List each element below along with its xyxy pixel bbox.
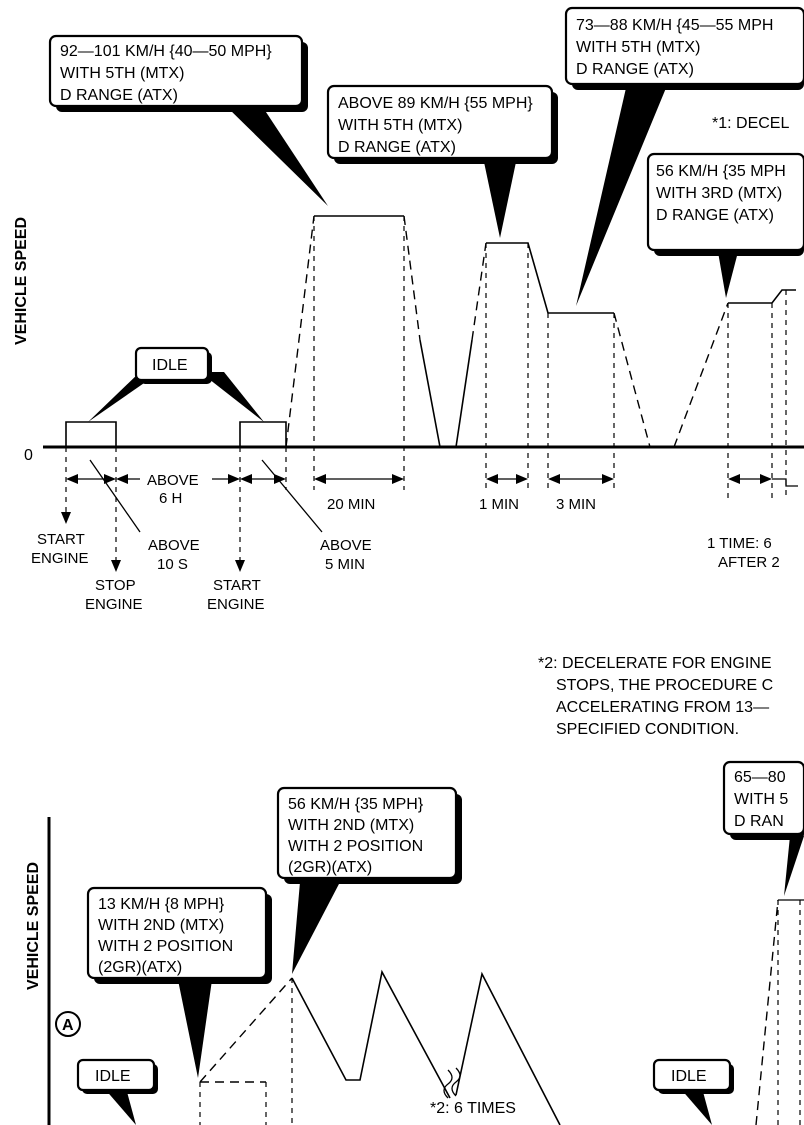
label-start-engine-2b: ENGINE [207,596,265,613]
label-above-5min-a: ABOVE [320,537,372,554]
top-idle-label: IDLE [152,357,188,374]
top-note-1-partial: *1: DECEL [712,115,789,132]
svg-text:A: A [62,1017,74,1034]
top-callout-2: ABOVE 89 KM/H {55 MPH} WITH 5TH (MTX) D … [326,84,558,238]
bottom-idle-callout-2: IDLE [652,1058,734,1125]
svg-text:ABOVE 89 KM/H {55 MPH}: ABOVE 89 KM/H {55 MPH} [338,95,533,112]
top-profile-idle2 [239,421,287,447]
label-above-6h-1: ABOVE [147,472,199,489]
label-20-min: 20 MIN [327,496,375,513]
top-profile-cruise3 [728,289,796,304]
label-stop-engine-a: STOP [95,577,136,594]
svg-text:WITH 3RD (MTX): WITH 3RD (MTX) [656,185,782,202]
top-chart: VEHICLE SPEED 0 [13,6,804,613]
svg-text:13 KM/H {8 MPH}: 13 KM/H {8 MPH} [98,896,225,913]
svg-text:(2GR)(ATX): (2GR)(ATX) [288,859,372,876]
svg-text:WITH 5TH (MTX): WITH 5TH (MTX) [338,117,462,134]
svg-text:D RANGE (ATX): D RANGE (ATX) [576,61,694,78]
top-guides [65,216,787,568]
bottom-callout-1: 13 KM/H {8 MPH} WITH 2ND (MTX) WITH 2 PO… [86,886,272,1078]
top-duration-arrows [66,474,798,487]
label-start-engine-1a: START [37,531,85,548]
top-idle-callout: IDLE [88,346,264,422]
label-above-6h-2: 6 H [159,490,182,507]
label-start-engine-2a: START [213,577,261,594]
top-accel-4 [673,302,729,448]
bottom-accel-1 [199,977,293,1083]
bottom-idle-callout-1: IDLE [76,1058,158,1125]
top-profile-dip [419,339,473,448]
bottom-callout-3: 65—80 WITH 5 D RAN [722,760,804,896]
bottom-y-axis-label: VEHICLE SPEED [25,862,42,990]
label-1-min: 1 MIN [479,496,519,513]
svg-text:WITH 2ND (MTX): WITH 2ND (MTX) [98,917,224,934]
svg-text:IDLE: IDLE [95,1068,131,1085]
top-profile-idle1 [65,421,117,447]
label-one-time-b: AFTER 2 [718,554,780,571]
bottom-profile-sawtooth [291,969,451,1099]
svg-text:D RAN: D RAN [734,813,784,830]
svg-text:ACCELERATING FROM 13—: ACCELERATING FROM 13— [556,699,769,716]
top-y-axis-label: VEHICLE SPEED [13,217,30,345]
top-zero-label: 0 [24,447,33,464]
label-above-10s-a: ABOVE [148,537,200,554]
svg-text:73—88 KM/H {45—55 MPH: 73—88 KM/H {45—55 MPH [576,17,773,34]
svg-text:SPECIFIED CONDITION.: SPECIFIED CONDITION. [556,721,739,738]
label-above-5min-b: 5 MIN [325,556,365,573]
top-profile-cruise2 [486,242,614,314]
top-accel-1 [285,215,315,448]
top-decel-3 [613,312,651,448]
svg-text:*2: DECELERATE FOR ENGINE: *2: DECELERATE FOR ENGINE [538,655,772,672]
marker-a: A [55,1011,81,1037]
svg-text:WITH 5: WITH 5 [734,791,788,808]
top-decel-1 [403,215,421,341]
top-callout-1: 92—101 KM/H {40—50 MPH} WITH 5TH (MTX) D… [48,34,328,206]
top-accel-2 [471,242,487,341]
bottom-profile-sawtooth-2 [455,971,561,1125]
svg-text:IDLE: IDLE [671,1068,707,1085]
svg-text:(2GR)(ATX): (2GR)(ATX) [98,959,182,976]
label-3-min: 3 MIN [556,496,596,513]
svg-text:WITH 2 POSITION: WITH 2 POSITION [288,838,423,855]
label-one-time-a: 1 TIME: 6 [707,535,772,552]
top-event-arrows [61,459,323,572]
svg-text:D RANGE (ATX): D RANGE (ATX) [656,207,774,224]
label-start-engine-1b: ENGINE [31,550,89,567]
bottom-chart: VEHICLE SPEED A *2: 6 TIMES 13 KM [25,760,804,1125]
label-6-times: *2: 6 TIMES [430,1100,516,1117]
svg-text:WITH 5TH (MTX): WITH 5TH (MTX) [576,39,700,56]
svg-text:92—101 KM/H {40—50 MPH}: 92—101 KM/H {40—50 MPH} [60,43,272,60]
label-above-10s-b: 10 S [157,556,188,573]
top-callout-4: 56 KM/H {35 MPH WITH 3RD (MTX) D RANGE (… [646,152,804,298]
top-callout-3: 73—88 KM/H {45—55 MPH WITH 5TH (MTX) D R… [564,6,804,306]
bottom-accel-right [755,899,779,1125]
svg-text:WITH 2 POSITION: WITH 2 POSITION [98,938,233,955]
bottom-callout-2: 56 KM/H {35 MPH} WITH 2ND (MTX) WITH 2 P… [276,786,462,974]
svg-text:WITH 5TH (MTX): WITH 5TH (MTX) [60,65,184,82]
break-mark-icon [443,1067,461,1099]
svg-text:56 KM/H {35 MPH: 56 KM/H {35 MPH [656,163,786,180]
svg-text:STOPS, THE PROCEDURE C: STOPS, THE PROCEDURE C [556,677,773,694]
svg-text:56 KM/H {35 MPH}: 56 KM/H {35 MPH} [288,796,424,813]
note-2: *2: DECELERATE FOR ENGINE STOPS, THE PRO… [538,655,773,738]
svg-text:WITH 2ND (MTX): WITH 2ND (MTX) [288,817,414,834]
label-stop-engine-b: ENGINE [85,596,143,613]
svg-text:D RANGE (ATX): D RANGE (ATX) [338,139,456,156]
svg-text:65—80: 65—80 [734,769,786,786]
svg-text:D RANGE (ATX): D RANGE (ATX) [60,87,178,104]
